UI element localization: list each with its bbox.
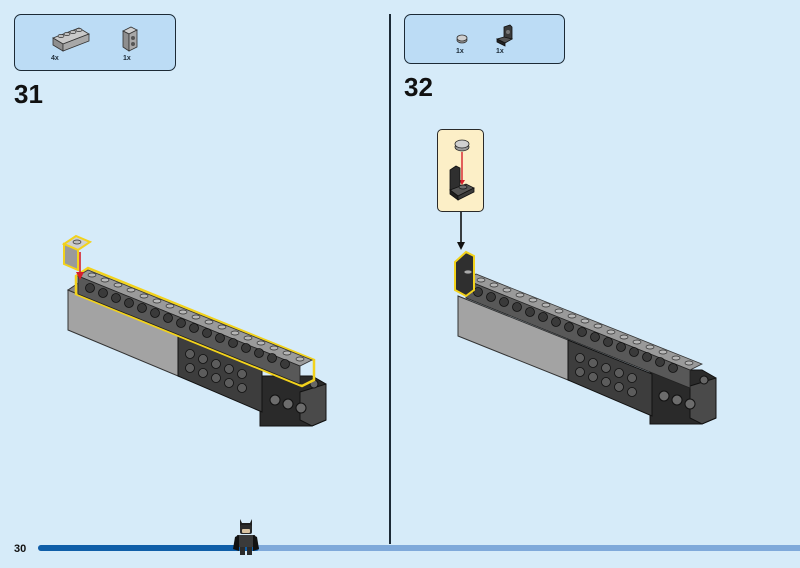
step-31-parts-box: 4x 1x xyxy=(14,14,176,71)
part-qty: 1x xyxy=(123,55,131,62)
sub-assembly-callout xyxy=(437,129,484,212)
minifigure-icon xyxy=(233,519,259,555)
part-qty: 1x xyxy=(496,48,504,55)
progress-track xyxy=(38,545,800,551)
part-qty: 4x xyxy=(51,55,59,62)
step-divider xyxy=(389,14,391,544)
step-32-parts-box: 1x 1x xyxy=(404,14,565,64)
step-number: 31 xyxy=(14,79,43,109)
brick-1x4-icon xyxy=(52,27,90,52)
round-plate-icon xyxy=(456,34,468,44)
sub-assembly-icon xyxy=(449,139,475,201)
page-number: 30 xyxy=(14,543,27,555)
progress-fill xyxy=(38,545,259,551)
bracket-dark-icon xyxy=(495,24,514,47)
bracket-icon xyxy=(122,26,138,52)
step-number: 32 xyxy=(404,72,433,102)
part-qty: 1x xyxy=(456,48,464,55)
